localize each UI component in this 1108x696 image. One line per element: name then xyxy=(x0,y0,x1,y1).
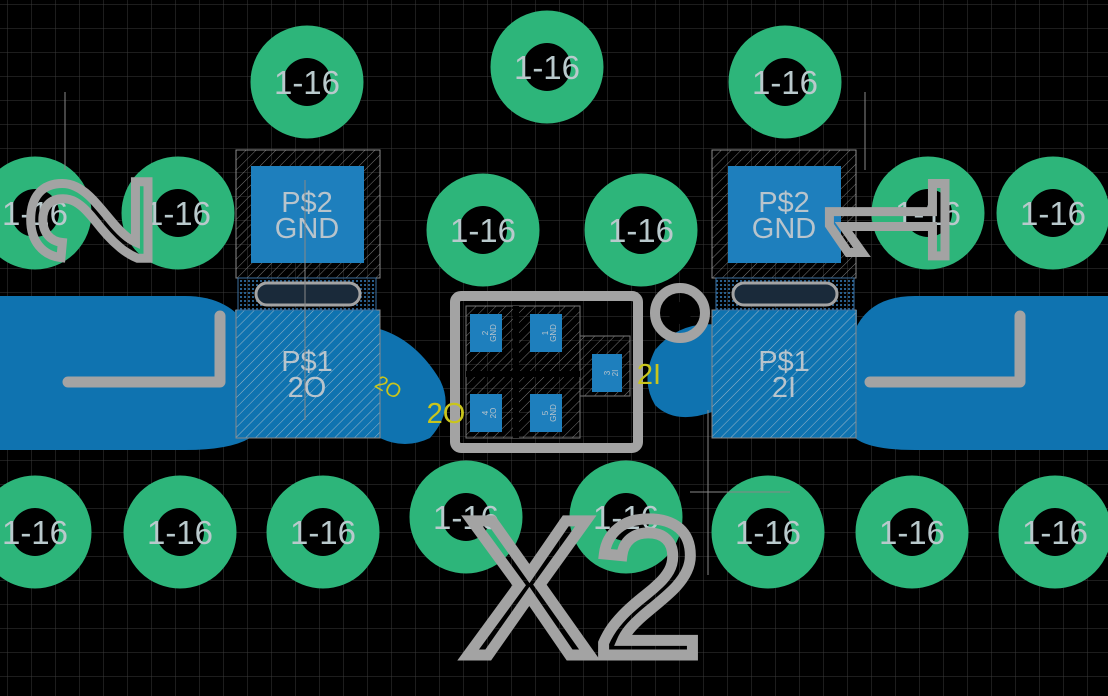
pad-p2-right[interactable] xyxy=(728,166,841,263)
via-drill xyxy=(11,189,59,237)
via[interactable] xyxy=(266,475,380,589)
via-drill xyxy=(888,508,936,556)
via[interactable] xyxy=(121,156,235,270)
via-drill xyxy=(154,189,202,237)
guide-lines xyxy=(64,92,866,575)
via-label: 1-16 xyxy=(2,514,68,551)
pad-p1-right-signal: 2I xyxy=(772,372,796,404)
via[interactable] xyxy=(0,156,92,270)
via[interactable] xyxy=(584,173,698,287)
via[interactable] xyxy=(871,156,985,270)
pad-p2-left[interactable] xyxy=(251,166,364,263)
via[interactable] xyxy=(855,475,969,589)
via-drill xyxy=(1031,508,1079,556)
silk-oval xyxy=(254,281,362,307)
net-label-2i: 2I xyxy=(637,359,661,391)
net-label-2o-large: 2O xyxy=(427,398,466,430)
via[interactable] xyxy=(998,475,1108,589)
via[interactable] xyxy=(123,475,237,589)
via-label: 1-16 xyxy=(450,212,516,249)
ic-pad-2-num: 2 xyxy=(481,330,490,335)
pad-p1-left-name: P$1 xyxy=(281,346,333,378)
via[interactable] xyxy=(250,25,364,139)
silkscreen-layer xyxy=(62,310,1026,388)
silk-oval xyxy=(731,281,839,307)
via-label: 1-16 xyxy=(2,195,68,232)
silk-bracket-right xyxy=(864,310,1026,388)
pads-layer xyxy=(235,149,857,439)
ic-pad-3-num: 3 xyxy=(603,370,612,375)
ic-package[interactable]: 2 GND 1 GND 3 2I 4 2O 5 GND xyxy=(450,291,643,453)
via-drill xyxy=(744,508,792,556)
ic-pad-1-num: 1 xyxy=(541,330,550,335)
via-label: 1-16 xyxy=(879,514,945,551)
via-label: 1-16 xyxy=(593,499,659,536)
via-label: 1-16 xyxy=(147,514,213,551)
pin1-marker-hole xyxy=(669,302,691,324)
via-drill xyxy=(523,43,571,91)
via[interactable] xyxy=(426,173,540,287)
pad-p1-right-name: P$1 xyxy=(758,346,810,378)
ic-pad-4[interactable] xyxy=(470,394,502,432)
part-name-left: 2 xyxy=(0,173,184,266)
ic-silk-outline xyxy=(450,291,643,453)
ic-pad-4-signal: 2O xyxy=(489,408,498,419)
pad-p1-left[interactable] xyxy=(235,309,381,439)
via-drill xyxy=(299,508,347,556)
ic-pad-2-signal: GND xyxy=(489,324,498,342)
via-drill xyxy=(1029,189,1077,237)
pin1-marker xyxy=(650,283,710,343)
part-name-center: X2 xyxy=(464,479,703,696)
via-drill xyxy=(617,206,665,254)
via-label: 1-16 xyxy=(290,514,356,551)
ic-pad-5-signal: GND xyxy=(549,404,558,422)
via-label: 1-16 xyxy=(274,64,340,101)
ic-pad-1-signal: GND xyxy=(549,324,558,342)
ic-pad-2[interactable] xyxy=(470,314,502,352)
ic-pad-5[interactable] xyxy=(530,394,562,432)
via-label: 1-16 xyxy=(752,64,818,101)
vias-layer: 1-16 1-16 1-16 1-16 1-16 1-16 1-16 1-16 1-16 1-16… xyxy=(0,10,1108,589)
pad-p2-right-name: P$2 xyxy=(758,187,810,219)
via-label: 1-16 xyxy=(145,195,211,232)
pad-p1-left-signal: 2O xyxy=(288,372,327,404)
via-drill xyxy=(156,508,204,556)
via-label: 1-16 xyxy=(514,49,580,86)
ic-pad-3-signal: 2I xyxy=(611,370,620,377)
via-label: 1-16 xyxy=(1022,514,1088,551)
via-label: 1-16 xyxy=(735,514,801,551)
via[interactable] xyxy=(0,475,92,589)
via[interactable] xyxy=(409,460,523,574)
ic-pad-5-num: 5 xyxy=(541,410,550,415)
via-label: 1-16 xyxy=(1020,195,1086,232)
pad-p1-right[interactable] xyxy=(711,309,857,439)
ic-pad-3[interactable] xyxy=(592,354,622,392)
via[interactable] xyxy=(996,156,1108,270)
via[interactable] xyxy=(569,460,683,574)
via[interactable] xyxy=(728,25,842,139)
via-label: 1-16 xyxy=(433,499,499,536)
via-drill xyxy=(602,493,650,541)
via-drill xyxy=(442,493,490,541)
ic-pad-1[interactable] xyxy=(530,314,562,352)
via-drill xyxy=(11,508,59,556)
pad-labels: P$2 GND P$1 2O P$2 GND P$1 2I xyxy=(275,187,816,404)
via-label: 1-16 xyxy=(608,212,674,249)
via[interactable] xyxy=(490,10,604,124)
via-drill xyxy=(761,58,809,106)
via-drill xyxy=(283,58,331,106)
pad-p2-left-name: P$2 xyxy=(281,187,333,219)
pad-p2-left-signal: GND xyxy=(275,213,339,245)
via-label: 1-16 xyxy=(895,195,961,232)
pad-p2-right-signal: GND xyxy=(752,213,816,245)
via-drill xyxy=(459,206,507,254)
part-name-right: 1 xyxy=(793,175,981,268)
via-drill xyxy=(904,189,952,237)
ic-pad-4-num: 4 xyxy=(481,410,490,415)
silk-bracket-left xyxy=(62,310,226,388)
